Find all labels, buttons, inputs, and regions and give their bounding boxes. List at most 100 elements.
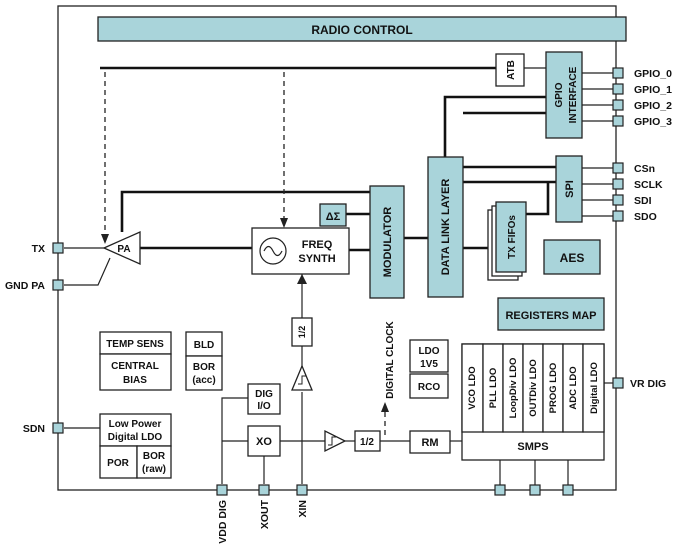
delta-sigma-block: ΔΣ [319,203,347,227]
bld-label: BLD [194,340,215,351]
pin-sclk [612,178,624,190]
delta-sigma-label: ΔΣ [326,211,341,223]
pin-sdo [612,210,624,222]
pa-block: PA [102,230,141,266]
pin-label: SDO [634,211,657,223]
radio-control-block: RADIO CONTROL [97,16,627,42]
digital-clock-label: DIGITAL CLOCK [385,321,396,399]
divider-mid-block: 1/2 [354,430,381,452]
ldo-label: LoopDiv LDO [508,358,519,419]
pin-smps-2 [529,484,541,496]
spi-label: SPI [564,180,576,198]
aes-label: AES [560,251,585,265]
pin-label: GPIO_0 [634,68,672,80]
ldo-label: OUTDiv LDO [528,359,539,417]
ldo-1v5-block: LDO 1V5 [409,339,449,373]
modulator-label: MODULATOR [382,207,394,278]
pin-gpio1 [612,83,624,95]
ldo-label: ADC LDO [568,366,579,409]
divider-mid-label: 1/2 [360,437,374,448]
pin-label: SDN [23,423,45,435]
smps-label: SMPS [517,441,548,453]
spi-block: SPI [555,155,583,223]
bor-acc-label-1: BOR [193,362,216,373]
gpio-interface-block: GPIO INTERFACE [545,51,583,139]
temp-sens-block: TEMP SENS CENTRAL BIAS [99,331,172,391]
ldo-label: PLL LDO [488,368,499,408]
pin-label: VR DIG [630,378,666,390]
pin-xin [296,484,308,496]
pin-label: GPIO_2 [634,100,672,112]
modulator-block: MODULATOR [369,185,405,299]
atb-block: ATB [495,53,525,87]
tx-fifos-block: TX FIFOs [487,201,527,281]
lp-ldo-label-1: Low Power [109,419,162,430]
freq-synth-label-1: FREQ [302,239,333,251]
ldo-1v5-label-2: 1V5 [420,359,438,370]
por-label: POR [107,458,129,469]
temp-sens-label: TEMP SENS [106,339,164,350]
pin-label: SCLK [634,179,663,191]
divider-top-label: 1/2 [297,326,307,339]
gpio-interface-label-1: GPIO [554,82,565,107]
rco-block: RCO [409,373,449,399]
pin-vdd-dig [216,484,228,496]
freq-synth-block: FREQ SYNTH [251,227,350,275]
pin-label: TX [32,243,45,255]
pin-tx [52,242,64,254]
data-link-layer-block: DATA LINK LAYER [427,156,464,298]
bor-raw-label-2: (raw) [142,464,166,475]
xo-label: XO [256,436,272,448]
bor-raw-label-1: BOR [143,451,166,462]
pin-label: XIN [297,500,309,518]
divider-top-block: 1/2 [291,317,313,347]
ldo-label: PROG LDO [548,363,559,414]
pin-gpio2 [612,99,624,111]
central-bias-label-1: CENTRAL [111,361,159,372]
pin-gnd-pa [52,279,64,291]
radio-control-label: RADIO CONTROL [311,23,412,37]
pin-smps-3 [562,484,574,496]
dig-io-block: DIG I/O [247,383,281,415]
low-power-ldo-block: Low Power Digital LDO POR BOR (raw) [99,413,172,479]
bor-acc-label-2: (acc) [192,375,215,386]
pin-sdn [52,422,64,434]
data-link-layer-label: DATA LINK LAYER [440,179,452,276]
registers-map-block: REGISTERS MAP [497,297,605,331]
pin-vr-dig [612,377,624,389]
pin-smps-1 [494,484,506,496]
aes-block: AES [543,239,601,275]
pin-xout [258,484,270,496]
pin-csn [612,162,624,174]
bld-block: BLD BOR (acc) [185,331,223,391]
tx-fifos-label: TX FIFOs [507,215,518,259]
pin-gpio3 [612,115,624,127]
pin-sdi [612,194,624,206]
pin-label: VDD DIG [217,500,229,544]
central-bias-label-2: BIAS [123,375,147,386]
gpio-interface-label-2: INTERFACE [568,66,579,123]
pin-label: SDI [634,195,652,207]
xo-block: XO [247,425,281,457]
freq-synth-label-2: SYNTH [298,253,335,265]
ldo-smps-bank: VCO LDO PLL LDO LoopDiv LDO OUTDiv LDO P… [461,343,605,461]
dig-io-label-1: DIG [255,389,273,400]
pin-label: GPIO_1 [634,84,672,96]
ldo-label: Digital LDO [589,362,600,414]
pin-label: XOUT [259,499,271,529]
registers-map-label: REGISTERS MAP [505,310,596,322]
dig-io-label-2: I/O [257,401,271,412]
buffer-vertical-icon [291,364,313,391]
rm-block: RM [409,430,451,454]
ldo-label: VCO LDO [467,366,478,409]
atb-label: ATB [506,60,517,80]
pin-label: GPIO_3 [634,116,672,128]
pin-label: GND PA [5,280,45,292]
pin-gpio0 [612,67,624,79]
rm-label: RM [421,437,438,449]
pin-label: CSn [634,163,655,175]
buffer-horizontal-icon [324,429,347,453]
oscillator-icon [259,237,287,265]
lp-ldo-label-2: Digital LDO [108,432,163,443]
